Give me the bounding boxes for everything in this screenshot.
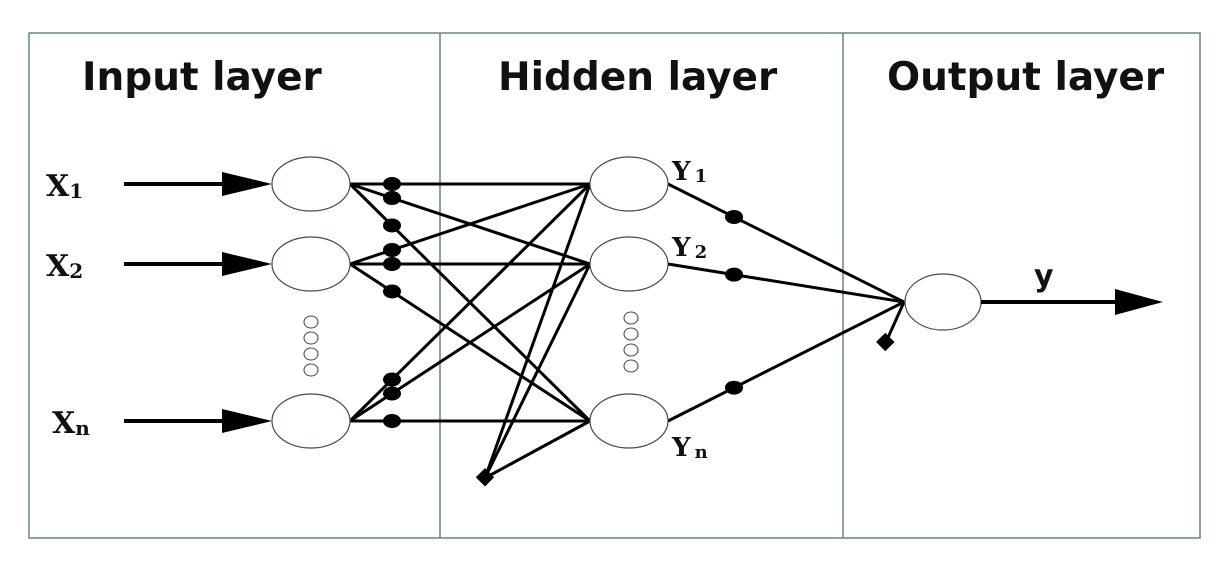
weight-dot: [383, 191, 401, 205]
output-label: y: [1034, 259, 1054, 294]
edge-bias-hidden2: [483, 263, 592, 479]
input-labels: X1 X2 Xn: [46, 169, 90, 441]
arrowhead-icon: [222, 172, 272, 196]
input-label-1: X1: [46, 169, 83, 204]
input-node-2: [271, 236, 351, 292]
edge-bias-hidden1: [483, 183, 592, 479]
weight-dot: [725, 267, 743, 282]
weight-dot: [383, 218, 401, 233]
weight-dot: [383, 386, 401, 401]
edge-hidden2-output: [667, 262, 905, 304]
arrowhead-icon: [222, 252, 272, 276]
weight-dot: [383, 257, 401, 271]
input-arrows: [124, 172, 272, 433]
ellipsis-dot-icon: [623, 327, 639, 341]
input-layer-title: Input layer: [82, 55, 323, 100]
hidden-layer-title: Hidden layer: [498, 55, 778, 100]
output-node: [904, 273, 982, 331]
input-node-1: [271, 156, 351, 212]
edge-hidden1-output: [667, 182, 905, 304]
hidden-node-n: [589, 393, 669, 449]
weight-dot: [725, 380, 743, 395]
weight-markers: [383, 177, 743, 428]
hidden-node-1: [589, 156, 669, 212]
weight-dot: [383, 372, 401, 387]
ellipsis-dot-icon: [303, 347, 319, 361]
input-label-n: Xn: [52, 406, 90, 441]
ellipsis-dot-icon: [303, 331, 319, 345]
weight-dot: [383, 284, 401, 299]
weight-dot: [383, 243, 401, 257]
output-layer-title: Output layer: [887, 55, 1165, 100]
arrowhead-icon: [1115, 289, 1163, 315]
weight-dot: [383, 414, 401, 428]
ellipsis-dot-icon: [623, 311, 639, 325]
output-bias-icon: [876, 332, 895, 352]
hidden-node-2: [589, 236, 669, 292]
ellipsis-dot-icon: [303, 315, 319, 329]
ellipsis-dot-icon: [623, 359, 639, 373]
ellipsis-dot-icon: [303, 363, 319, 377]
hidden-ellipsis: [623, 311, 639, 373]
ellipsis-dot-icon: [623, 343, 639, 357]
input-node-n: [271, 393, 351, 449]
edge-bias-hidden3: [484, 419, 591, 480]
weight-dot: [383, 177, 401, 191]
hidden-bias-icon: [475, 468, 495, 487]
edge-bias-output: [884, 301, 906, 343]
input-label-2: X2: [46, 249, 83, 284]
arrowhead-icon: [222, 409, 272, 433]
edge-hidden3-output: [667, 300, 905, 423]
input-ellipsis: [303, 315, 319, 377]
weight-dot: [725, 210, 743, 224]
